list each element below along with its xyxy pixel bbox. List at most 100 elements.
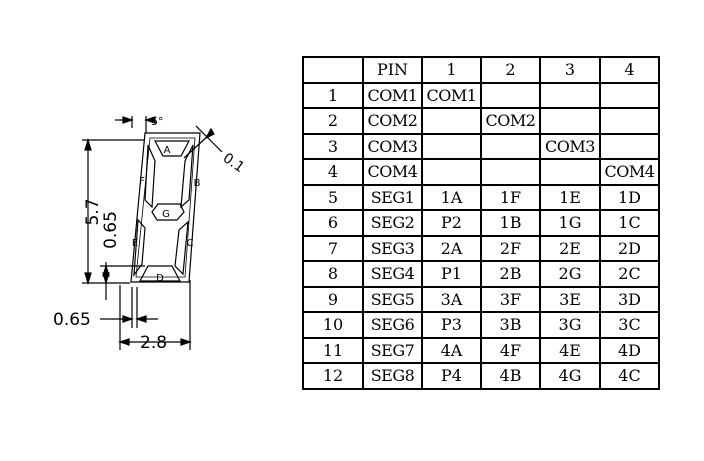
table-cell: 3E — [539, 285, 601, 313]
table-cell: 2B — [480, 260, 541, 288]
table-cell: 4G — [539, 362, 601, 390]
table-cell: SEG1 — [362, 183, 423, 211]
table-cell — [539, 81, 601, 109]
table-cell: SEG4 — [362, 260, 423, 288]
table-cell: SEG8 — [362, 362, 423, 390]
table-cell: COM2 — [480, 107, 541, 135]
table-cell: 2E — [539, 234, 601, 262]
segment-label-b: B — [194, 178, 201, 189]
table-cell: 4A — [421, 336, 482, 364]
table-cell: 2C — [599, 260, 660, 288]
table-cell — [599, 81, 660, 109]
table-cell: COM3 — [362, 132, 423, 160]
table-cell: COM2 — [362, 107, 423, 135]
table-cell: 2A — [421, 234, 482, 262]
dimension-segment-width-label: 0.65 — [101, 211, 121, 249]
dimension-slant-label: 5° — [151, 115, 164, 128]
seven-segment-dimension-drawing: A B C D E F G 5.7 0.65 0.65 2.8 5° 0.1 — [53, 115, 247, 353]
table-cell: 9 — [302, 285, 364, 313]
table-cell — [421, 132, 482, 160]
table-cell: 10 — [302, 311, 364, 339]
table-header-cell: 1 — [421, 56, 482, 84]
table-cell — [480, 81, 541, 109]
segment-b — [180, 144, 194, 209]
table-cell: 1D — [599, 183, 660, 211]
table-cell — [480, 132, 541, 160]
table-cell: P2 — [421, 209, 482, 237]
table-cell — [421, 158, 482, 186]
table-cell: 5 — [302, 183, 364, 211]
table-cell: 1 — [302, 81, 364, 109]
table-header-row: PIN 1 2 3 4 — [302, 56, 660, 84]
segment-g — [151, 203, 185, 221]
table-cell: COM4 — [362, 158, 423, 186]
table-cell: 4E — [539, 336, 601, 364]
dimension-height-label: 5.7 — [83, 198, 103, 225]
segment-e — [133, 218, 146, 278]
table-cell: 1A — [421, 183, 482, 211]
segment-d — [139, 265, 181, 282]
segment-f — [144, 144, 156, 209]
table-cell: 1E — [539, 183, 601, 211]
table-cell: 4B — [480, 362, 541, 390]
digit-inner-frame — [135, 137, 196, 278]
table-cell — [539, 158, 601, 186]
table-cell: 2F — [480, 234, 541, 262]
table-cell: P1 — [421, 260, 482, 288]
table-cell: 3B — [480, 311, 541, 339]
table-header-cell: 3 — [539, 56, 601, 84]
dimension-total-width-label: 2.8 — [140, 333, 167, 353]
table-cell: 3F — [480, 285, 541, 313]
dimension-bottom-offset-label: 0.65 — [53, 310, 91, 330]
table-cell: 6 — [302, 209, 364, 237]
dimension-gap-label: 0.1 — [220, 150, 247, 176]
segment-label-c: C — [187, 238, 194, 249]
table-cell: 1B — [480, 209, 541, 237]
table-cell — [599, 132, 660, 160]
table-cell: 4F — [480, 336, 541, 364]
table-header-cell — [302, 56, 364, 84]
table-header-cell: PIN — [362, 56, 423, 84]
table-cell: 3C — [599, 311, 660, 339]
table-cell: 3D — [599, 285, 660, 313]
table-cell: 3 — [302, 132, 364, 160]
table-cell: P4 — [421, 362, 482, 390]
table-cell: SEG3 — [362, 234, 423, 262]
table-cell: 1F — [480, 183, 541, 211]
table-cell: COM4 — [599, 158, 660, 186]
segment-a — [154, 140, 190, 157]
table-cell: 3G — [539, 311, 601, 339]
table-cell: 12 — [302, 362, 364, 390]
table-cell: SEG2 — [362, 209, 423, 237]
table-cell: 1C — [599, 209, 660, 237]
segment-label-e: E — [132, 238, 138, 249]
table-cell: SEG6 — [362, 311, 423, 339]
table-cell: 2 — [302, 107, 364, 135]
table-cell: SEG7 — [362, 336, 423, 364]
table-cell: 2D — [599, 234, 660, 262]
table-cell: P3 — [421, 311, 482, 339]
table-cell: 4C — [599, 362, 660, 390]
table-cell: 11 — [302, 336, 364, 364]
segment-label-g: G — [162, 209, 170, 220]
table-cell: COM1 — [421, 81, 482, 109]
table-header-cell: 4 — [599, 56, 660, 84]
table-cell — [599, 107, 660, 135]
table-cell — [421, 107, 482, 135]
table-cell: 2G — [539, 260, 601, 288]
table-cell: 4 — [302, 158, 364, 186]
table-cell: 1G — [539, 209, 601, 237]
table-cell — [539, 107, 601, 135]
